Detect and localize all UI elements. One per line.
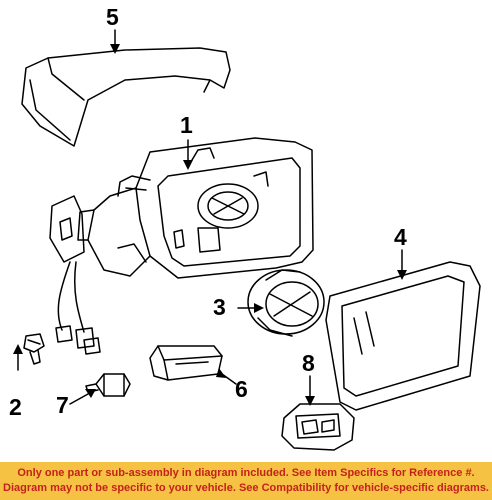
callout-8: 8 [302,350,315,376]
actuator-part [247,269,325,337]
callout-2: 2 [9,394,22,420]
disclaimer-line-1: Only one part or sub-assembly in diagram… [17,467,475,479]
switch-module-part [281,403,355,451]
mirror-glass-part [325,261,481,411]
disclaimer-banner: Only one part or sub-assembly in diagram… [0,462,492,500]
mirror-housing-part [77,137,314,279]
screw-part [23,333,45,365]
callout-7: 7 [56,392,69,418]
callout-5: 5 [106,4,119,30]
callout-6: 6 [235,376,248,402]
leader-arrowheads [13,44,407,406]
lamp-assembly-part [149,345,223,381]
callout-1: 1 [180,112,193,138]
leader-lines [17,29,403,405]
wiring-harness [49,195,101,355]
parts-diagram [13,29,481,451]
callout-4: 4 [394,224,407,250]
callout-3: 3 [213,294,226,320]
disclaimer-line-2: Diagram may not be specific to your vehi… [3,482,489,494]
mirror-cover-part [21,47,231,147]
